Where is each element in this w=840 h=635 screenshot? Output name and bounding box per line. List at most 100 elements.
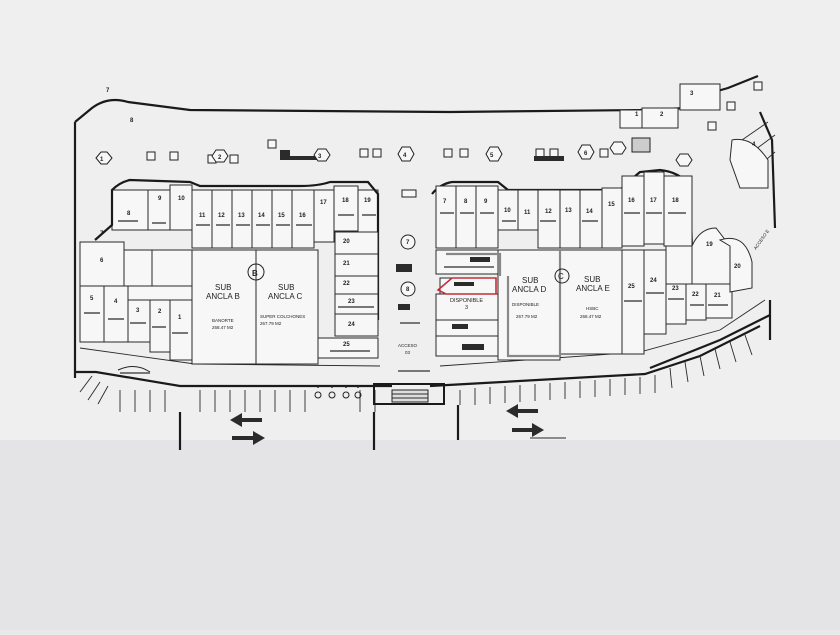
unit-14-right-label: 14 bbox=[586, 209, 593, 215]
anchor-e-area: 268.47 M2 bbox=[580, 314, 602, 319]
anchor-c-sub: SUB bbox=[278, 283, 294, 292]
center-kiosk-8-label: 8 bbox=[406, 287, 410, 293]
unit-21-label: 21 bbox=[343, 261, 350, 267]
unit-7-right-label: 7 bbox=[443, 199, 447, 205]
acceso-title: ACCESO bbox=[398, 343, 418, 348]
north-wall bbox=[74, 98, 689, 123]
kiosk-3-label: 3 bbox=[318, 154, 322, 160]
unit-23-right-label: 23 bbox=[672, 286, 679, 292]
unit-20-right-label: 20 bbox=[734, 264, 741, 270]
unit-19-label: 19 bbox=[364, 198, 371, 204]
kiosk-6-label: 6 bbox=[584, 151, 588, 157]
center-kiosk-8 bbox=[400, 281, 416, 297]
unit-8-right-label: 8 bbox=[464, 199, 468, 205]
anchor-c-area: 267.79 M2 bbox=[260, 321, 282, 326]
unit-11-right-label: 11 bbox=[524, 210, 531, 216]
arrow-right-1 bbox=[232, 431, 265, 445]
unit-16-label: 16 bbox=[299, 213, 306, 219]
anchor-e-sub: SUB bbox=[584, 275, 600, 284]
anchor-e-title: ANCLA E bbox=[576, 284, 610, 293]
anchor-c-space bbox=[255, 249, 319, 365]
right-wall bbox=[758, 111, 777, 229]
unit-13-label: 13 bbox=[238, 213, 245, 219]
disponible-3-space bbox=[435, 293, 499, 321]
unit-12-label: 12 bbox=[218, 213, 225, 219]
right-unit-4-label: 4 bbox=[752, 142, 756, 148]
unit-22-right-label: 22 bbox=[692, 292, 699, 298]
unit-25-right-label: 25 bbox=[628, 284, 635, 290]
disponible-3-title: DISPONIBLE bbox=[450, 298, 483, 304]
unit-4-left-label: 4 bbox=[114, 299, 118, 305]
arrow-right-2 bbox=[512, 423, 566, 439]
unit-10-label: 10 bbox=[178, 196, 185, 202]
unit-19-right-label: 19 bbox=[706, 242, 713, 248]
right-unit-1-label: 1 bbox=[635, 112, 639, 118]
right-unit-2-label: 2 bbox=[660, 112, 664, 118]
kiosk-8-label: 8 bbox=[130, 118, 134, 124]
kiosk-7-label: 7 bbox=[106, 88, 110, 94]
unit-22-label: 22 bbox=[343, 281, 350, 287]
unit-16-right-label: 16 bbox=[628, 198, 635, 204]
unit-18-label: 18 bbox=[342, 198, 349, 204]
unit-17-right-label: 17 bbox=[650, 198, 657, 204]
anchor-e-space bbox=[559, 249, 623, 355]
corridor-kiosks bbox=[95, 81, 763, 167]
unit-24-right-label: 24 bbox=[650, 278, 657, 284]
unit-13-right-label: 13 bbox=[565, 208, 572, 214]
anchor-b-tenant: BANORTE bbox=[212, 318, 234, 323]
anchor-d-sub: SUB bbox=[522, 276, 538, 285]
anchor-e-tenant: HSBC bbox=[586, 306, 599, 311]
unit-5-left-label: 5 bbox=[90, 296, 94, 302]
unit-23-label: 23 bbox=[348, 299, 355, 305]
highlighted-unit bbox=[436, 277, 497, 295]
unit-9-label: 9 bbox=[158, 196, 162, 202]
illegible-small-labels bbox=[84, 212, 728, 374]
unit-17-label: 17 bbox=[320, 200, 327, 206]
kiosk-2-label: 2 bbox=[218, 155, 222, 161]
right-unit-3-label: 3 bbox=[690, 91, 694, 97]
center-kiosk-7-label: 7 bbox=[406, 240, 410, 246]
unit-9-right-label: 9 bbox=[484, 199, 488, 205]
anchor-c-tenant: SUPER COLCHONES bbox=[260, 314, 305, 319]
disponible-3-number: 3 bbox=[465, 305, 468, 311]
anchor-b-badge bbox=[247, 263, 265, 281]
unit-21-right-label: 21 bbox=[714, 293, 721, 299]
arrow-left-2 bbox=[506, 404, 538, 418]
wheelchair-icon bbox=[314, 386, 362, 399]
unit-1-left-label: 1 bbox=[178, 315, 182, 321]
unit-14-label: 14 bbox=[258, 213, 265, 219]
unit-24-label: 24 bbox=[348, 322, 355, 328]
unit-25-label: 25 bbox=[343, 342, 350, 348]
anchor-c-title: ANCLA C bbox=[268, 292, 302, 301]
anchor-b-sub: SUB bbox=[215, 283, 231, 292]
entrance-structure bbox=[373, 383, 445, 405]
unit-8-label: 8 bbox=[127, 211, 131, 217]
unit-7-left-label: 7 bbox=[100, 231, 104, 237]
unit-15-right-label: 15 bbox=[608, 202, 615, 208]
anchor-b-space bbox=[191, 249, 257, 365]
anchor-d-tenant: DISPONIBLE bbox=[512, 302, 539, 307]
unit-2-left-label: 2 bbox=[158, 309, 162, 315]
south-wall-right bbox=[649, 314, 771, 370]
unit-20-label: 20 bbox=[343, 239, 350, 245]
anchor-d-area: 267.79 M2 bbox=[516, 314, 538, 319]
unit-3-left-label: 3 bbox=[136, 308, 140, 314]
kiosk-1-label: 1 bbox=[100, 157, 104, 163]
parking-stripes bbox=[79, 334, 753, 412]
kiosk-4-label: 4 bbox=[403, 153, 407, 159]
anchor-d-title: ANCLA D bbox=[512, 285, 546, 294]
unit-12-right-label: 12 bbox=[545, 209, 552, 215]
anchor-e-badge-letter: C bbox=[558, 272, 564, 281]
center-kiosk-7 bbox=[400, 234, 416, 250]
anchor-e-badge bbox=[554, 268, 570, 284]
kiosk-5-label: 5 bbox=[490, 153, 494, 159]
unit-11-label: 11 bbox=[199, 213, 206, 219]
unit-10-right-label: 10 bbox=[504, 208, 511, 214]
anchor-b-badge-letter: B bbox=[252, 269, 258, 278]
unit-15-label: 15 bbox=[278, 213, 285, 219]
acceso-number: 03 bbox=[405, 350, 411, 355]
arrow-left-1 bbox=[230, 413, 262, 427]
unit-6-left-label: 6 bbox=[100, 258, 104, 264]
